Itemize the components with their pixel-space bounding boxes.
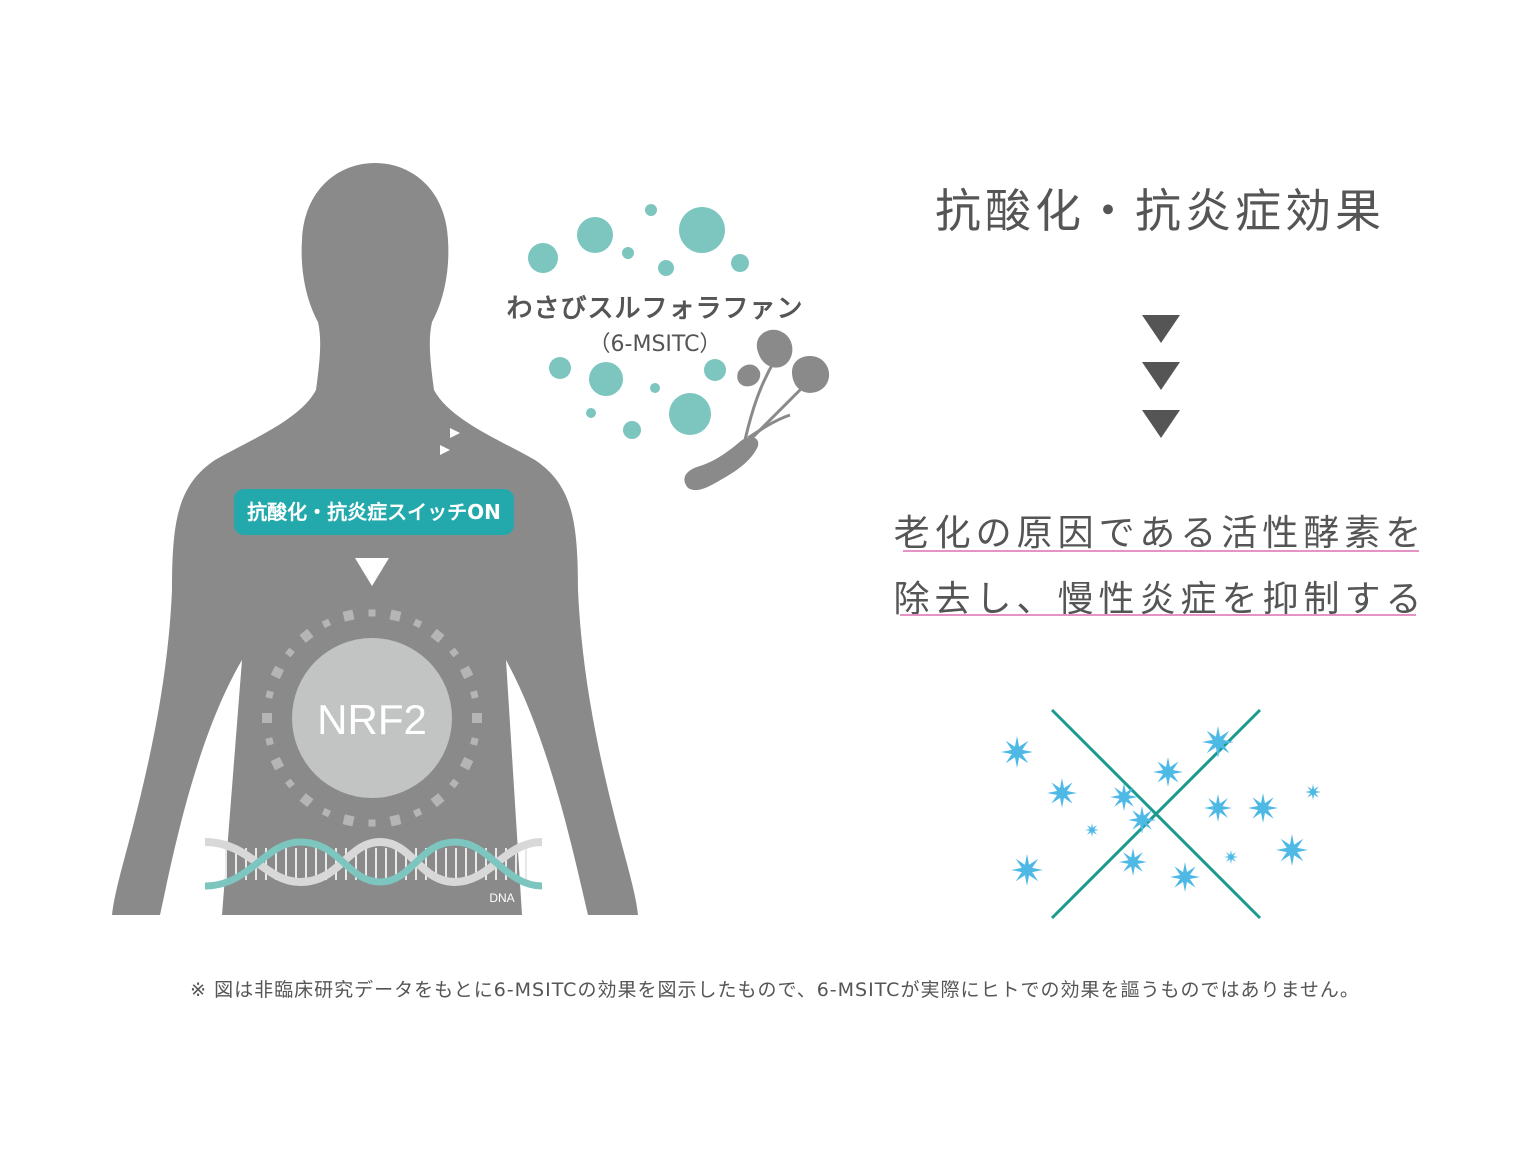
sparkle-icon	[1001, 736, 1033, 768]
nrf2-ring-dot	[412, 618, 423, 629]
nrf2-ring-dot	[472, 713, 482, 723]
wasabi-compound-label: （6-MSITC）	[588, 332, 722, 357]
dna-label: DNA	[489, 891, 514, 905]
sparkle-icon	[1276, 834, 1308, 866]
nrf2-ring-dot	[389, 609, 402, 622]
sparkle-icon	[1119, 848, 1147, 876]
nrf2-ring-dot	[449, 647, 460, 658]
result-arrow-icon-2	[1142, 362, 1180, 390]
sparkle-icon	[1047, 778, 1077, 808]
result-arrow-icon-3	[1142, 410, 1180, 438]
nrf2-ring-dot	[459, 756, 474, 771]
nrf2-label: NRF2	[317, 696, 427, 743]
sparkle-icon	[1153, 757, 1183, 787]
switch-on-badge: 抗酸化・抗炎症スイッチON	[234, 489, 514, 535]
nrf2-ring-dot	[470, 690, 479, 699]
entry-arrow-icon	[450, 428, 460, 438]
nrf2-dotted-ring	[262, 609, 482, 827]
nrf2-ring-dot	[321, 618, 332, 629]
sparkle-icon	[1248, 793, 1278, 823]
nrf2-ring-dot	[430, 628, 445, 643]
activation-arrow-icon	[355, 558, 389, 586]
nrf2-ring-dot	[265, 690, 274, 699]
nrf2-ring-dot	[265, 737, 274, 746]
sparkle-icon	[1204, 794, 1232, 822]
nrf2-ring-dot	[449, 778, 460, 789]
nrf2-ring-dot	[262, 713, 272, 723]
sparkle-icon	[1110, 783, 1138, 811]
nrf2-ring-dot	[342, 814, 355, 827]
sulforaphane-bubbles	[528, 204, 749, 439]
nrf2-circle	[292, 638, 452, 798]
nrf2-ring-dot	[299, 628, 314, 643]
effect-underline-2	[900, 614, 1416, 616]
wasabi-plant-icon	[684, 329, 830, 491]
human-body-silhouette	[112, 163, 638, 915]
sparkle-icon	[1305, 784, 1321, 800]
nrf2-ring-dot	[412, 807, 423, 818]
nrf2-ring-dot	[270, 756, 285, 771]
wasabi-sulforaphane-label: わさびスルフォラファン	[506, 294, 804, 324]
nrf2-ring-dot	[368, 819, 376, 827]
sparkle-icon	[1011, 854, 1043, 886]
nrf2-ring-dot	[299, 793, 314, 808]
nrf2-ring-dot	[342, 609, 355, 622]
nrf2-ring-dot	[389, 814, 402, 827]
nrf2-ring-dot	[270, 665, 285, 680]
heading-title: 抗酸化・抗炎症効果	[935, 184, 1385, 238]
footnote-disclaimer: ※ 図は非臨床研究データをもとに6-MSITCの効果を図示したもので、6-MSI…	[190, 979, 1360, 1001]
sparkle-icon	[1170, 862, 1200, 892]
entry-arrow-icon	[440, 445, 450, 455]
nrf2-ring-dot	[321, 807, 332, 818]
result-arrow-icon-1	[1142, 315, 1180, 343]
nrf2-ring-dot	[284, 647, 295, 658]
effect-text-line-2: 除去し、慢性炎症を抑制する	[893, 579, 1427, 620]
sparkle-icon	[1085, 823, 1099, 837]
dna-strand-gray	[204, 837, 543, 887]
nrf2-ring-dot	[430, 793, 445, 808]
nrf2-ring-dot	[459, 665, 474, 680]
reactive-oxygen-sparkles	[1001, 726, 1321, 892]
effect-underline-1	[903, 550, 1419, 552]
sparkle-icon	[1202, 726, 1234, 758]
cross-line-b	[1050, 708, 1262, 920]
dna-strand-teal	[204, 838, 543, 890]
effect-text-line-1: 老化の原因である活性酵素を	[893, 513, 1427, 554]
sparkle-icon	[1224, 850, 1238, 864]
nrf2-ring-dot	[368, 609, 376, 617]
nrf2-ring-dot	[284, 778, 295, 789]
sparkle-icon	[1128, 806, 1156, 834]
nrf2-ring-dot	[470, 737, 479, 746]
